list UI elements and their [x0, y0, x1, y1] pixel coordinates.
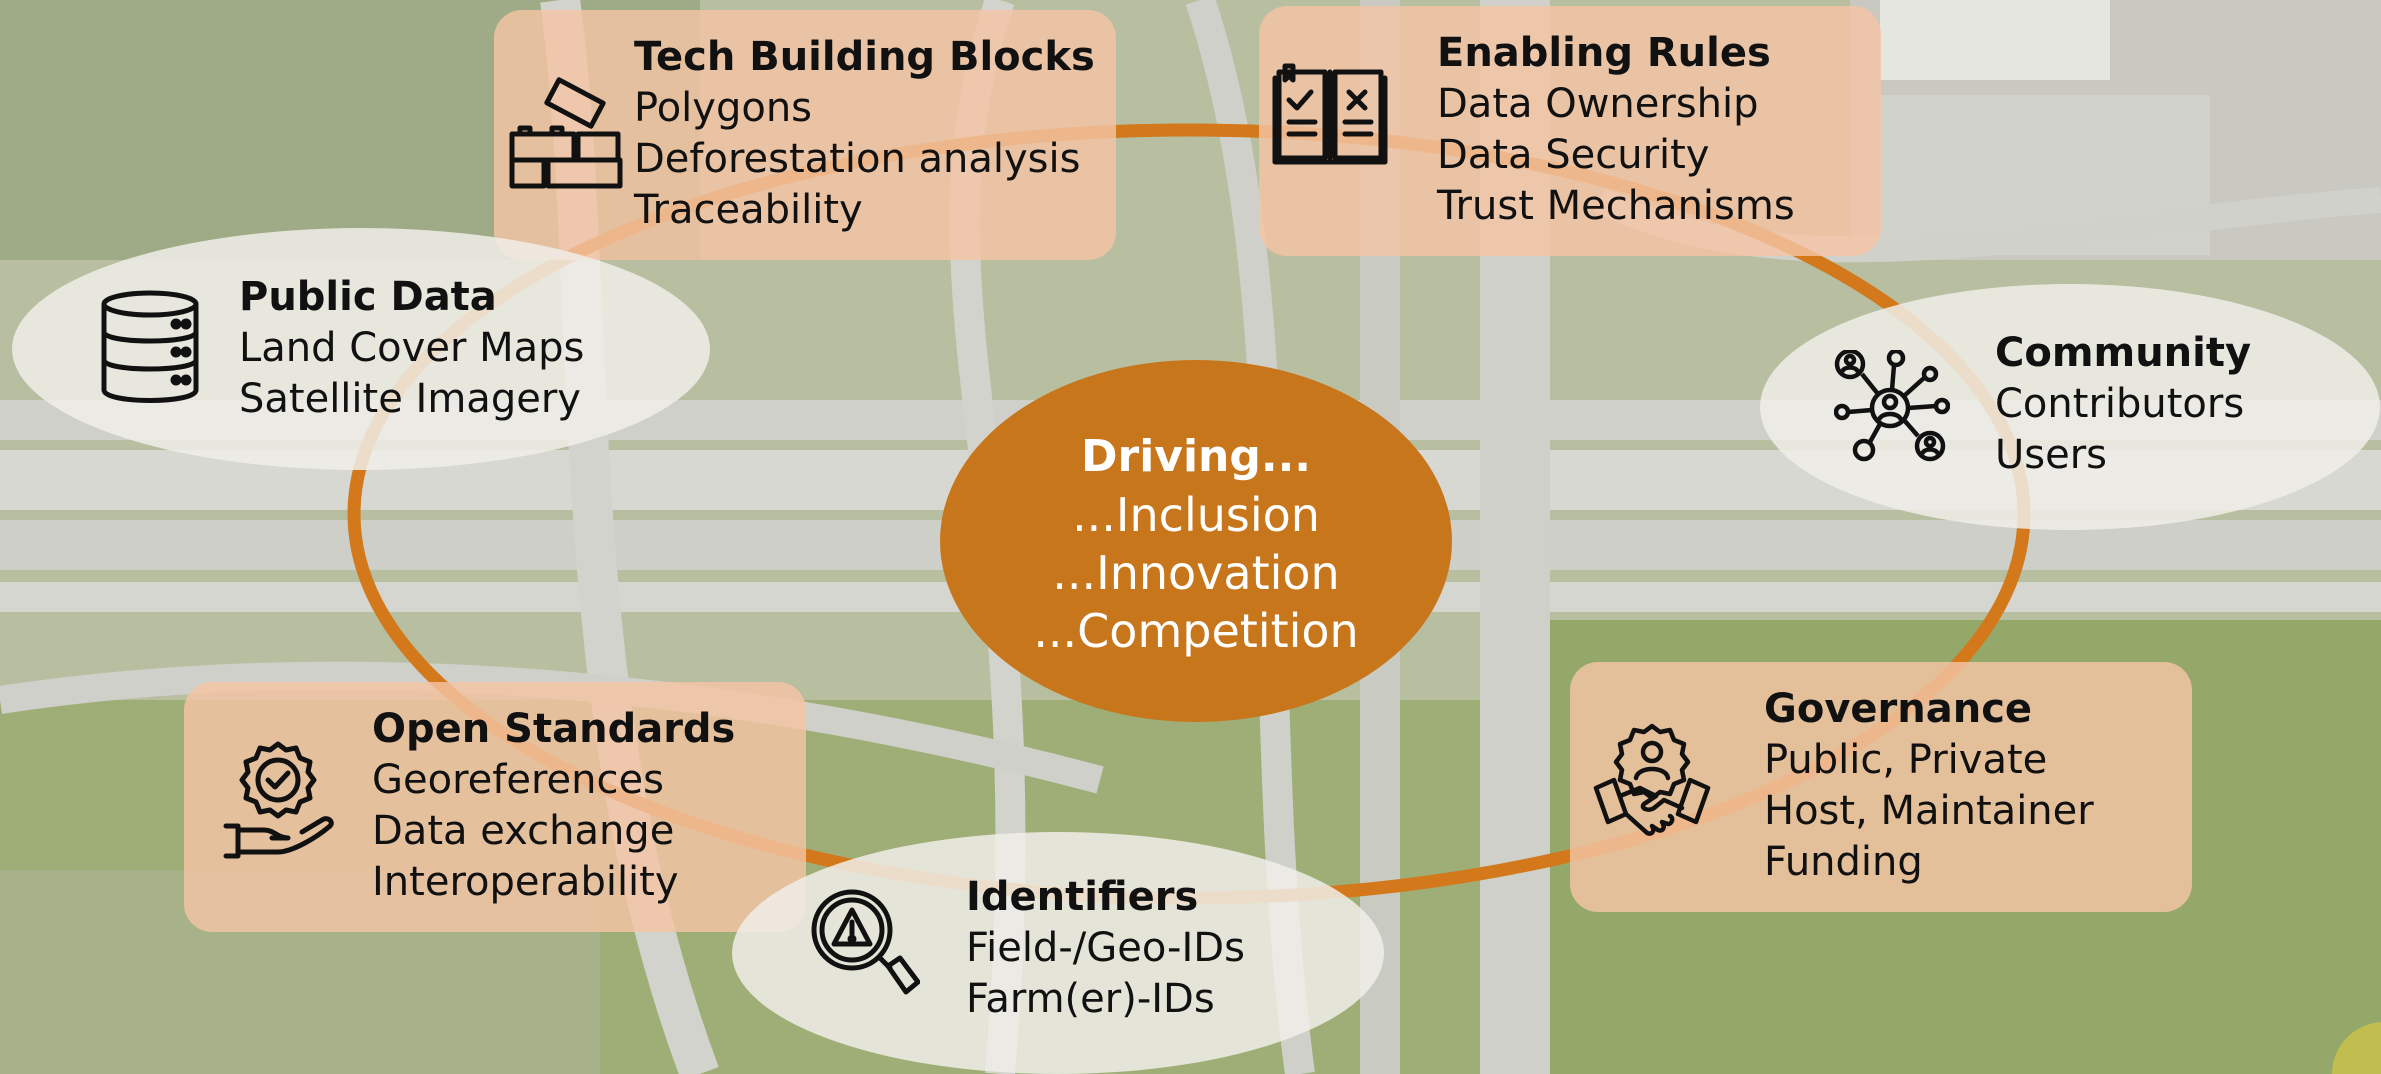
node-item: Deforestation analysis	[634, 136, 1081, 182]
node-item: Data Security	[1437, 132, 1710, 178]
node-item: Satellite Imagery	[239, 376, 581, 422]
node-title: Community	[1995, 330, 2252, 376]
node-item: Farm(er)-IDs	[966, 976, 1215, 1022]
node-title: Tech Building Blocks	[634, 34, 1095, 80]
corner-decoration	[2332, 1022, 2381, 1074]
node-identifiers: Identifiers Field-/Geo-IDs Farm(er)-IDs	[732, 832, 1384, 1074]
node-governance: Governance Public, Private Host, Maintai…	[1570, 662, 2192, 912]
node-item: Contributors	[1995, 381, 2245, 427]
center-line: ...Innovation	[1052, 546, 1340, 600]
node-community: Community Contributors Users	[1760, 284, 2380, 530]
network-people-icon	[1834, 350, 1950, 462]
node-item: Public, Private	[1764, 737, 2048, 783]
center-line: ...Competition	[1033, 604, 1359, 658]
node-enabling-rules: Enabling Rules Data Ownership Data Secur…	[1259, 6, 1881, 256]
node-tech-building-blocks: Tech Building Blocks Polygons Deforestat…	[494, 10, 1116, 260]
node-item: Users	[1995, 432, 2108, 478]
node-title: Public Data	[239, 274, 497, 320]
node-open-standards: Open Standards Georeferences Data exchan…	[184, 682, 806, 932]
rulebook-icon	[1272, 63, 1388, 165]
node-item: Field-/Geo-IDs	[966, 925, 1245, 971]
node-item: Data exchange	[372, 808, 675, 854]
node-item: Traceability	[634, 187, 863, 233]
building-blocks-icon	[509, 77, 623, 189]
node-item: Data Ownership	[1437, 81, 1759, 127]
node-item: Host, Maintainer	[1764, 788, 2094, 834]
node-item: Land Cover Maps	[239, 325, 585, 371]
node-item: Polygons	[634, 85, 813, 131]
center-hub: Driving... ...Inclusion ...Innovation ..…	[940, 360, 1452, 722]
node-title: Enabling Rules	[1437, 30, 1771, 76]
node-item: Funding	[1764, 839, 1923, 885]
handshake-gear-icon	[1593, 723, 1711, 836]
hand-badge-icon	[223, 741, 334, 859]
node-title: Open Standards	[372, 706, 736, 752]
database-icon	[101, 290, 199, 403]
node-public-data: Public Data Land Cover Maps Satellite Im…	[12, 228, 710, 470]
center-line: ...Inclusion	[1072, 488, 1320, 542]
node-item: Georeferences	[372, 757, 664, 803]
center-title: Driving...	[1080, 431, 1312, 482]
node-title: Identifiers	[966, 874, 1199, 920]
node-title: Governance	[1764, 686, 2033, 732]
magnifier-warning-icon	[811, 889, 920, 995]
node-item: Trust Mechanisms	[1437, 183, 1795, 229]
node-item: Interoperability	[372, 859, 679, 905]
